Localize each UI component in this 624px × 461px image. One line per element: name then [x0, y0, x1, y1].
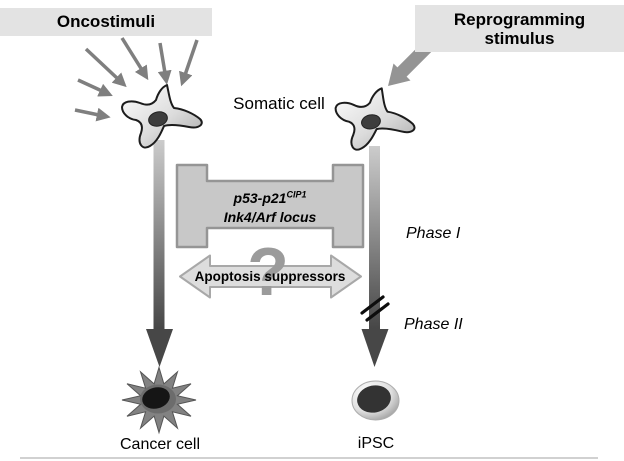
ipsc-cell-icon: [351, 380, 400, 421]
reprogramming-banner-label: Reprogramming stimulus: [453, 9, 586, 48]
ipsc-label: iPSC: [357, 435, 395, 452]
oncostimuli-banner: Oncostimuli: [0, 8, 212, 36]
stimulus-arrow-icon: [157, 42, 172, 85]
apoptosis-suppressors-label: Apoptosis suppressors: [194, 269, 346, 284]
phase-2-label: Phase II: [404, 316, 463, 333]
uncertainty-question-mark: ?: [247, 234, 289, 310]
stimulus-arrow-icon: [77, 78, 113, 97]
pathway-line2: Ink4/Arf locus: [223, 208, 317, 225]
phase-1-label: Phase I: [406, 225, 461, 242]
somatic-cell-left-icon: [121, 84, 203, 149]
apoptosis-double-arrow-icon: [179, 254, 362, 299]
reprogramming-banner: Reprogramming stimulus: [415, 5, 624, 52]
somatic-cell-label: Somatic cell: [233, 94, 325, 113]
stimulus-arrow-icon: [120, 37, 149, 81]
somatic-cell-right-icon: [332, 85, 418, 154]
break-slash-icon: [360, 295, 390, 322]
oncostimuli-banner-label: Oncostimuli: [56, 12, 156, 31]
pathway-block-label: p53-p21CIP1 Ink4/Arf locus: [208, 185, 332, 227]
descent-arrow-left: [146, 140, 173, 367]
stimulus-arrow-icon: [84, 47, 127, 88]
descent-arrow-right: [360, 146, 390, 367]
stimulus-arrow-icon: [179, 39, 199, 87]
pathway-line1: p53-p21CIP1: [233, 189, 307, 206]
cancer-cell-label: Cancer cell: [119, 436, 201, 453]
pathway-line1-superscript: CIP1: [286, 189, 307, 199]
pathway-block-shape: [175, 163, 365, 249]
pathway-line1-main: p53-p21: [233, 189, 287, 206]
oncostimuli-arrows-icon: [74, 37, 199, 122]
stimulus-arrow-icon: [74, 107, 111, 122]
cancer-cell-icon: [121, 365, 197, 435]
